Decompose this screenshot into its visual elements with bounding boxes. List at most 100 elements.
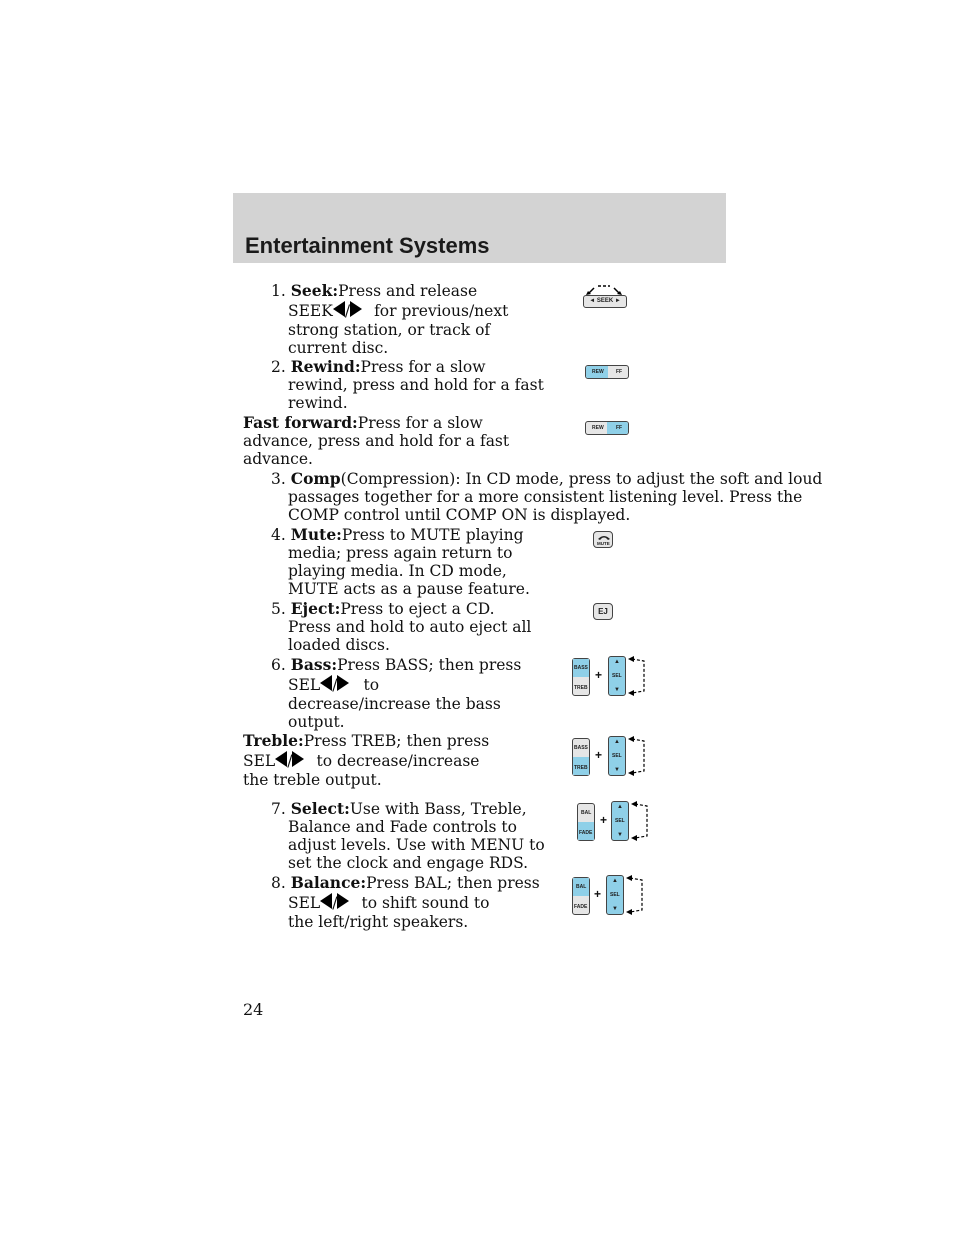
- item-number: 1.: [271, 282, 286, 300]
- item-mute-line4: MUTE acts as a pause feature.: [288, 580, 530, 598]
- slash: /: [332, 894, 338, 912]
- bass-label: BASS: [574, 665, 588, 671]
- dashed-bracket-icon: [628, 656, 645, 696]
- eject-button[interactable]: EJ: [593, 603, 613, 620]
- item-number: 2.: [271, 358, 286, 376]
- seek-button[interactable]: ◄ SEEK ►: [583, 295, 627, 308]
- item-seek-line2: SEEK / for previous/next: [288, 301, 508, 320]
- triangle-left-icon: [320, 675, 333, 691]
- item-text: for previous/next: [374, 302, 509, 320]
- item-number: 3.: [271, 470, 286, 488]
- item-text: to shift sound to: [361, 894, 490, 912]
- fade-label: FADE: [579, 830, 593, 836]
- bal-fade-button[interactable]: BAL FADE: [577, 803, 595, 841]
- sel-label: SEL: [610, 892, 620, 898]
- item-seek-line4: current disc.: [288, 339, 389, 357]
- plus-sign: +: [595, 668, 603, 682]
- bass-highlight: [573, 659, 589, 677]
- item-text: SEL: [288, 894, 321, 912]
- triangle-right-icon: [292, 751, 305, 767]
- item-select-line2: Balance and Fade controls to: [288, 818, 517, 836]
- dashed-bracket-icon: [631, 801, 648, 841]
- up-arrow-icon: ▲: [614, 739, 620, 745]
- item-balance-line2: SEL / to shift sound to: [288, 893, 489, 912]
- item-number: 6.: [271, 656, 286, 674]
- bal-fade-button[interactable]: BAL FADE: [572, 877, 590, 915]
- item-ff-line2: advance, press and hold for a fast: [243, 432, 510, 450]
- item-seek-line1: 1. Seek:Press and release: [271, 282, 478, 301]
- sel-button[interactable]: ▲ SEL ▼: [606, 875, 624, 915]
- bal-label: BAL: [581, 810, 592, 816]
- item-text: (Compression): In CD mode, press to adju…: [340, 470, 823, 488]
- item-mute-line1: 4. Mute:Press to MUTE playing: [271, 525, 524, 545]
- rew-highlight: [586, 366, 608, 378]
- treble-sel-figure: BASS TREB + ▲ SEL ▼: [570, 735, 650, 780]
- triangle-left-icon: [275, 751, 288, 767]
- item-select-line1: 7. Select:Use with Bass, Treble,: [271, 799, 527, 819]
- item-text: to decrease/increase: [316, 752, 480, 770]
- item-rewind-line2: rewind, press and hold for a fast: [288, 376, 544, 394]
- balance2-sel-figure: BAL FADE + ▲ SEL ▼: [570, 874, 650, 919]
- slash: /: [344, 302, 351, 320]
- item-term: Mute:: [290, 525, 342, 544]
- phone-icon: [598, 536, 610, 540]
- sel-button[interactable]: ▲ SEL ▼: [608, 736, 626, 776]
- item-text: Press BASS; then press: [337, 656, 522, 674]
- mute-button[interactable]: MUTE: [593, 531, 613, 548]
- item-term: Bass:: [290, 655, 338, 674]
- item-text: SEEK: [288, 302, 333, 320]
- rew-ff-button-2[interactable]: REW FF: [585, 421, 629, 435]
- item-eject-line1: 5. Eject:Press to eject a CD.: [271, 600, 495, 619]
- item-balance-line3: the left/right speakers.: [288, 913, 469, 931]
- item-text: SEL: [243, 752, 276, 770]
- bass-treb-button[interactable]: BASS TREB: [572, 658, 590, 696]
- item-treble-line3: the treble output.: [243, 771, 382, 789]
- item-text: Press for a slow: [360, 358, 486, 376]
- item-select-line3: adjust levels. Use with MENU to: [288, 836, 545, 854]
- dashed-bracket-icon: [628, 736, 645, 776]
- item-select-line4: set the clock and engage RDS.: [288, 854, 529, 872]
- seek-figure: ◄ SEEK ►: [580, 282, 630, 312]
- bass-treb-button[interactable]: BASS TREB: [572, 738, 590, 776]
- rew-ff-button[interactable]: REW FF: [585, 365, 629, 379]
- item-comp-line3: COMP control until COMP ON is displayed.: [288, 506, 631, 524]
- item-mute-line2: media; press again return to: [288, 544, 513, 562]
- item-text: Press and release: [338, 282, 478, 300]
- treb-label: TREB: [574, 765, 588, 771]
- triangle-right-icon: [337, 675, 350, 691]
- sel-button[interactable]: ▲ SEL ▼: [611, 801, 629, 841]
- up-arrow-icon: ▲: [614, 659, 620, 665]
- section-title: Entertainment Systems: [245, 233, 490, 258]
- item-number: 8.: [271, 874, 286, 892]
- rew-label: REW: [592, 369, 604, 375]
- mute-label: MUTE: [597, 541, 610, 546]
- item-seek-line3: strong station, or track of: [288, 321, 491, 339]
- item-term: Select:: [290, 799, 350, 818]
- item-treble-line1: Treble:Press TREB; then press: [243, 732, 490, 751]
- down-arrow-icon: ▼: [614, 767, 620, 773]
- rew-label: REW: [592, 425, 604, 431]
- ff-label: FF: [616, 369, 623, 375]
- item-text: Press TREB; then press: [303, 732, 490, 750]
- item-eject-line2: Press and hold to auto eject all: [288, 618, 532, 636]
- sel-button[interactable]: ▲ SEL ▼: [608, 656, 626, 696]
- item-balance-line1: 8. Balance:Press BAL; then press: [271, 874, 540, 893]
- item-term: Rewind:: [290, 357, 361, 376]
- up-arrow-icon: ▲: [617, 804, 623, 810]
- fade-highlight: [578, 822, 594, 840]
- sel-label: SEL: [615, 818, 625, 824]
- sel-label: SEL: [612, 673, 622, 679]
- section-header: Entertainment Systems: [233, 193, 726, 263]
- triangle-right-icon: [350, 301, 363, 317]
- item-text: Press to eject a CD.: [340, 600, 495, 618]
- bass-sel-figure: BASS TREB + ▲ SEL ▼: [570, 655, 650, 700]
- bal-label: BAL: [576, 884, 587, 890]
- item-rewind-line1: 2. Rewind:Press for a slow: [271, 357, 486, 377]
- item-text: Press for a slow: [357, 414, 483, 432]
- item-ff-line1: Fast forward:Press for a slow: [243, 414, 483, 433]
- slash: /: [287, 752, 293, 770]
- item-comp-line2: passages together for a more consistent …: [288, 488, 803, 506]
- item-rewind-line3: rewind.: [288, 394, 348, 412]
- sel-label: SEL: [612, 753, 622, 759]
- triangle-right-icon: [337, 893, 350, 909]
